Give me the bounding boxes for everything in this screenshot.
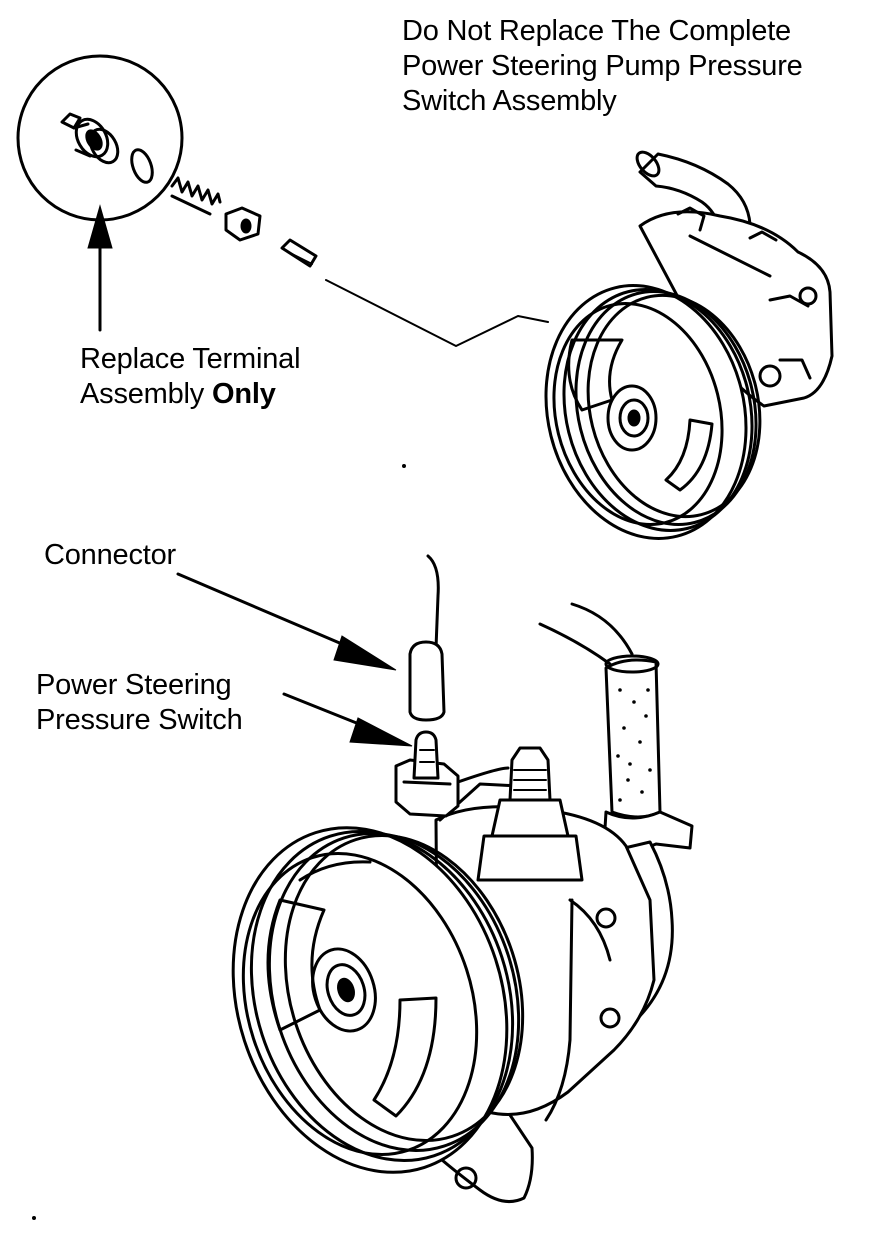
hose-texture [616,688,652,802]
terminal-part-icon [60,112,120,165]
note-do-not-replace: Do Not Replace The Complete Power Steeri… [402,14,803,119]
label-replace-terminal: Replace Terminal Assembly Only [80,342,301,412]
note-line-3: Switch Assembly [402,85,617,117]
pressure-switch-line-2: Pressure Switch [36,704,243,736]
replace-terminal-prefix: Assembly [80,378,212,410]
pump-top [544,150,834,540]
replace-terminal-only: Only [211,378,276,410]
note-line-1: Do Not Replace The Complete [402,15,791,47]
arrow-up-icon [87,204,113,332]
pump-bottom [231,602,694,1204]
label-pressure-switch: Power Steering Pressure Switch [36,668,243,738]
note-line-2: Power Steering Pump Pressure [402,50,803,82]
connector-icon [408,554,446,722]
replace-terminal-line-2: Assembly Only [80,377,300,412]
detail-circle [16,54,184,222]
replace-terminal-line-1: Replace Terminal [80,343,301,375]
valve-icon [224,206,262,242]
o-ring-icon [130,148,154,184]
spring-icon [170,176,222,216]
arrow-pressure-switch-icon [282,692,413,747]
leader-line-exploded [325,279,549,347]
pin-icon [280,238,318,268]
arrow-connector-icon [176,572,397,671]
pressure-switch-line-1: Power Steering [36,669,232,701]
label-connector: Connector [44,539,176,571]
outlet-fitting-icon [476,746,584,882]
